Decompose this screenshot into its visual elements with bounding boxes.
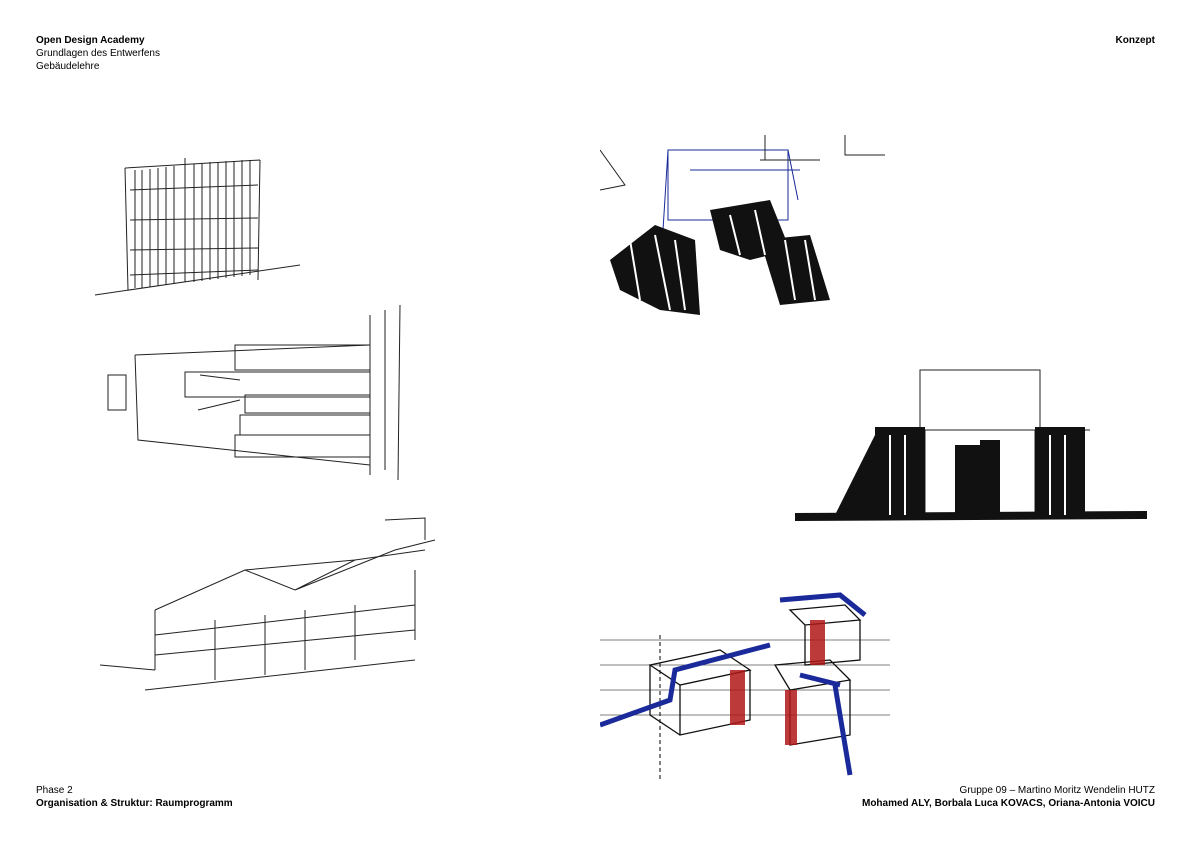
sketch-colored-boxes	[600, 592, 890, 780]
group-label: Gruppe 09 – Martino Moritz Wendelin HUTZ	[959, 785, 1155, 796]
members-label: Mohamed ALY, Borbala Luca KOVACS, Oriana…	[861, 798, 1155, 809]
subject-name: Gebäudelehre	[36, 61, 100, 72]
course-name: Grundlagen des Entwerfens	[36, 48, 160, 59]
section-title: Konzept	[1115, 35, 1155, 46]
sketch-facade-grid	[94, 158, 301, 296]
phase-label: Phase 2	[36, 785, 73, 796]
institution-name: Open Design Academy	[36, 35, 145, 46]
sketch-perspective-steps	[99, 517, 436, 691]
topic-label: Organisation & Struktur: Raumprogramm	[36, 798, 233, 809]
sketch-stacked-bars	[107, 304, 401, 481]
sketch-elevation	[795, 369, 1147, 521]
sketch-dark-volumes	[600, 135, 885, 315]
